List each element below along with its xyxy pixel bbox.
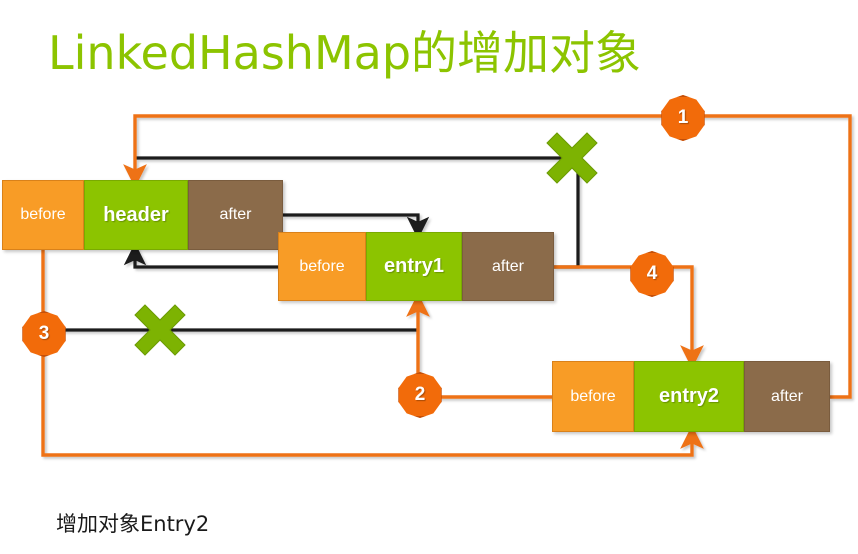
node-entry1[interactable]: before entry1 after bbox=[278, 232, 554, 301]
step-badge-4[interactable]: 4 bbox=[630, 251, 674, 297]
node-entry2-after-cell: after bbox=[744, 361, 830, 432]
node-entry1-label-cell: entry1 bbox=[366, 232, 462, 301]
node-header[interactable]: before header after bbox=[2, 180, 283, 250]
node-entry1-before-cell: before bbox=[278, 232, 366, 301]
orange-link-step-4 bbox=[554, 265, 704, 369]
node-entry2-before-cell: before bbox=[552, 361, 634, 432]
broken-link-x-icon bbox=[134, 304, 186, 356]
node-header-after-cell: after bbox=[188, 180, 283, 250]
node-header-label-cell: header bbox=[84, 180, 188, 250]
node-header-before-cell: before bbox=[2, 180, 84, 250]
node-entry1-after-cell: after bbox=[462, 232, 554, 301]
step-badge-3[interactable]: 3 bbox=[22, 311, 66, 357]
black-link-old-1 bbox=[283, 213, 430, 240]
black-link-old-2 bbox=[123, 242, 278, 269]
node-entry2[interactable]: before entry2 after bbox=[552, 361, 830, 432]
broken-link-x-icon bbox=[546, 132, 598, 184]
step-badge-2[interactable]: 2 bbox=[398, 372, 442, 418]
orange-link-step-1 bbox=[123, 114, 852, 399]
node-entry2-label-cell: entry2 bbox=[634, 361, 744, 432]
page-title: LinkedHashMap的增加对象 bbox=[48, 26, 642, 80]
step-badge-1[interactable]: 1 bbox=[661, 95, 705, 141]
diagram-caption: 增加对象Entry2 bbox=[56, 512, 210, 536]
orange-link-step-2 bbox=[406, 293, 552, 399]
